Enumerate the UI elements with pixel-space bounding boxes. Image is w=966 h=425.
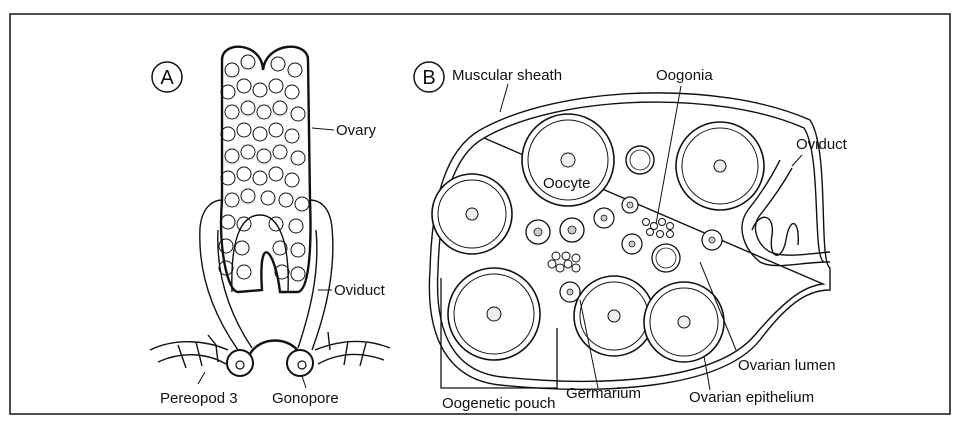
label-oviduct-b: Oviduct xyxy=(796,136,848,153)
label-ovarian-epithelium: Ovarian epithelium xyxy=(689,389,814,406)
gonopore-right xyxy=(287,350,313,376)
pereopod-left-segment xyxy=(178,335,218,368)
label-oviduct-a: Oviduct xyxy=(334,282,386,299)
oviduct-left xyxy=(200,228,252,350)
label-ovarian-lumen: Ovarian lumen xyxy=(738,357,836,374)
label-oogonia: Oogonia xyxy=(656,67,713,84)
panel-a-letter: A xyxy=(160,67,174,89)
label-muscular-sheath: Muscular sheath xyxy=(452,67,562,84)
gonopore-left xyxy=(227,350,253,376)
oviduct-left-outer xyxy=(200,200,222,228)
label-pereopod: Pereopod 3 xyxy=(160,390,238,407)
ovary-body xyxy=(221,47,310,292)
label-oocyte: Oocyte xyxy=(543,175,591,192)
label-gonopore: Gonopore xyxy=(272,390,339,407)
pereopod-right xyxy=(315,341,390,364)
pereopod-right-segment xyxy=(328,332,366,366)
label-oogenetic-pouch: Oogenetic pouch xyxy=(442,395,555,412)
panel-b-letter: B xyxy=(422,67,435,89)
label-germarium: Germarium xyxy=(566,385,641,402)
label-ovary: Ovary xyxy=(336,122,377,139)
oviduct-b-coils xyxy=(752,217,798,255)
panel-a: A xyxy=(150,47,390,407)
oviduct-right-outer xyxy=(310,200,332,228)
ovary-inner-arch xyxy=(232,215,288,292)
ovary-cell-pattern xyxy=(219,55,309,281)
panel-b: B xyxy=(414,62,848,412)
